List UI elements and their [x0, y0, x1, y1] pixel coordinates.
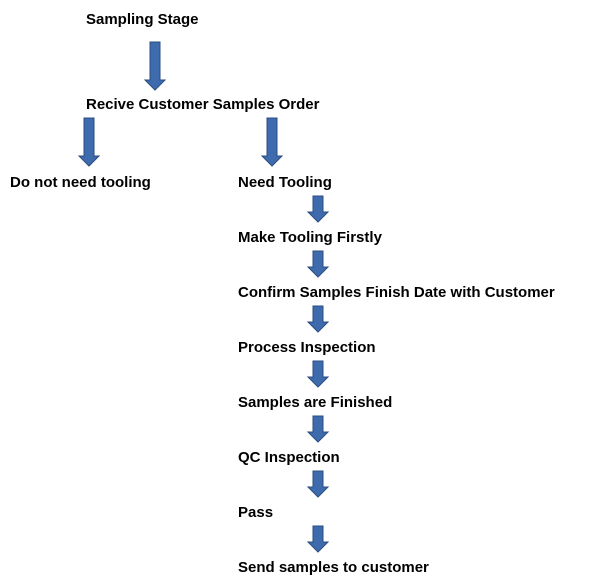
arrow-down-icon [306, 195, 330, 223]
step-process-inspection: Process Inspection [238, 339, 376, 356]
step-pass: Pass [238, 504, 274, 521]
arrow-down-icon [306, 360, 330, 388]
step-samples-are-finished: Samples are Finished [238, 394, 393, 411]
arrow-down-icon [306, 470, 330, 498]
step-confirm-samples-finish-date: Confirm Samples Finish Date with Custome… [238, 284, 555, 301]
step-receive-customer-samples-order: Recive Customer Samples Order [86, 96, 320, 113]
arrow-down-icon [306, 250, 330, 278]
step-do-not-need-tooling: Do not need tooling [10, 174, 151, 191]
step-send-samples-to-customer: Send samples to customer [238, 559, 429, 576]
step-qc-inspection: QC Inspection [238, 449, 340, 466]
arrow-down-icon [306, 415, 330, 443]
arrow-down-icon [306, 525, 330, 553]
step-make-tooling-firstly: Make Tooling Firstly [238, 229, 382, 246]
arrow-down-icon [260, 117, 284, 167]
arrow-down-icon [306, 305, 330, 333]
step-need-tooling: Need Tooling [238, 174, 332, 191]
arrow-down-icon [77, 117, 101, 167]
step-sampling-stage: Sampling Stage [86, 11, 199, 28]
arrow-down-icon [143, 41, 167, 91]
